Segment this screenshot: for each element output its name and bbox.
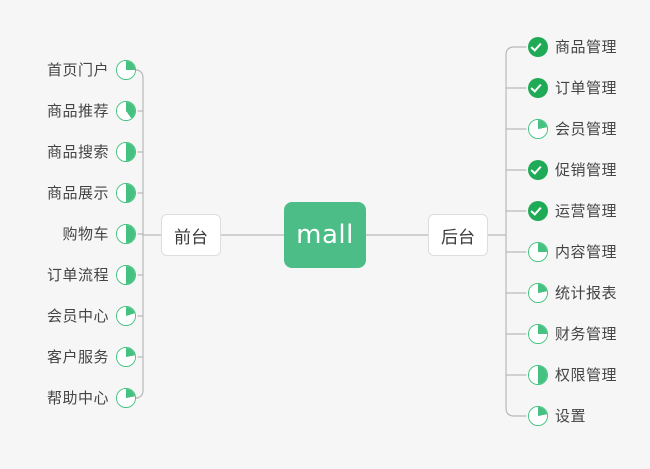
mindmap-item[interactable]: 内容管理 xyxy=(528,238,617,266)
mindmap-item[interactable]: 订单流程 xyxy=(47,261,136,289)
progress-wedge xyxy=(529,243,547,261)
mindmap-item[interactable]: 会员管理 xyxy=(528,115,617,143)
mindmap-item-label: 商品展示 xyxy=(46,183,109,202)
progress-wedge xyxy=(529,120,547,138)
progress-pie-icon xyxy=(528,119,548,139)
mindmap-item[interactable]: 权限管理 xyxy=(528,361,617,389)
check-circle-icon xyxy=(528,160,548,180)
check-circle-icon xyxy=(528,201,548,221)
progress-pie-icon xyxy=(528,242,548,262)
progress-pie-icon xyxy=(116,101,136,121)
mindmap-item-label: 商品管理 xyxy=(555,37,618,56)
progress-wedge xyxy=(117,225,135,243)
mindmap-item[interactable]: 运营管理 xyxy=(528,197,617,225)
progress-wedge xyxy=(117,143,135,161)
mindmap-item-label: 订单管理 xyxy=(555,78,618,97)
progress-wedge xyxy=(117,307,135,325)
center-node-label: mall xyxy=(296,220,354,250)
progress-pie-icon xyxy=(528,324,548,344)
progress-wedge xyxy=(117,348,135,366)
mindmap-item[interactable]: 会员中心 xyxy=(47,302,136,330)
progress-pie-icon xyxy=(528,365,548,385)
progress-wedge xyxy=(117,61,135,79)
mid-node-backend[interactable]: 后台 xyxy=(428,214,488,256)
mindmap-item-label: 会员中心 xyxy=(46,306,109,325)
connector-path xyxy=(505,407,527,417)
progress-wedge xyxy=(117,389,135,407)
mindmap-item-label: 客户服务 xyxy=(46,347,109,366)
check-mark-icon xyxy=(530,80,542,93)
mid-node-frontend-label: 前台 xyxy=(174,227,208,248)
mindmap-item-label: 首页门户 xyxy=(46,60,109,79)
mindmap-item[interactable]: 购物车 xyxy=(62,220,136,248)
mindmap-item-label: 商品搜索 xyxy=(46,142,109,161)
mindmap-item-label: 财务管理 xyxy=(555,324,618,343)
mindmap-item-label: 订单流程 xyxy=(46,265,109,284)
progress-pie-icon xyxy=(116,347,136,367)
mindmap-item[interactable]: 客户服务 xyxy=(47,343,136,371)
mindmap-item-label: 帮助中心 xyxy=(46,388,109,407)
check-circle-icon xyxy=(528,37,548,57)
check-mark-icon xyxy=(530,39,542,52)
progress-wedge xyxy=(117,102,135,120)
check-mark-icon xyxy=(530,203,542,216)
mindmap-item[interactable]: 首页门户 xyxy=(47,56,136,84)
connector-path xyxy=(134,389,144,399)
mindmap-item[interactable]: 订单管理 xyxy=(528,74,617,102)
mindmap-item[interactable]: 促销管理 xyxy=(528,156,617,184)
connector-path xyxy=(134,69,144,79)
mid-node-frontend[interactable]: 前台 xyxy=(161,214,221,256)
mindmap-item[interactable]: 商品搜索 xyxy=(47,138,136,166)
progress-wedge xyxy=(529,325,547,343)
mindmap-item-label: 购物车 xyxy=(62,224,109,243)
check-mark-icon xyxy=(530,162,542,175)
mindmap-item[interactable]: 商品推荐 xyxy=(47,97,136,125)
progress-wedge xyxy=(529,366,547,384)
mindmap-item[interactable]: 统计报表 xyxy=(528,279,617,307)
progress-pie-icon xyxy=(116,388,136,408)
connector-path xyxy=(505,46,527,56)
mindmap-item-label: 权限管理 xyxy=(555,365,618,384)
progress-wedge xyxy=(117,184,135,202)
mindmap-item-label: 内容管理 xyxy=(555,242,618,261)
progress-pie-icon xyxy=(116,265,136,285)
mindmap-item-label: 会员管理 xyxy=(555,119,618,138)
progress-wedge xyxy=(117,266,135,284)
progress-pie-icon xyxy=(116,142,136,162)
mindmap-item-label: 运营管理 xyxy=(555,201,618,220)
progress-pie-icon xyxy=(116,306,136,326)
progress-wedge xyxy=(529,284,547,302)
mindmap-item[interactable]: 帮助中心 xyxy=(47,384,136,412)
center-node-mall[interactable]: mall xyxy=(284,202,366,268)
progress-pie-icon xyxy=(528,406,548,426)
mindmap-item-label: 促销管理 xyxy=(555,160,618,179)
mid-node-backend-label: 后台 xyxy=(441,227,475,248)
progress-pie-icon xyxy=(116,60,136,80)
check-circle-icon xyxy=(528,78,548,98)
mindmap-item-label: 统计报表 xyxy=(555,283,618,302)
mindmap-item[interactable]: 设置 xyxy=(528,402,586,430)
progress-pie-icon xyxy=(116,183,136,203)
progress-pie-icon xyxy=(528,283,548,303)
mindmap-item[interactable]: 商品展示 xyxy=(47,179,136,207)
mindmap-item[interactable]: 商品管理 xyxy=(528,33,617,61)
mindmap-item-label: 商品推荐 xyxy=(46,101,109,120)
mindmap-item-label: 设置 xyxy=(555,406,587,425)
progress-pie-icon xyxy=(116,224,136,244)
progress-wedge xyxy=(529,407,547,425)
mindmap-item[interactable]: 财务管理 xyxy=(528,320,617,348)
